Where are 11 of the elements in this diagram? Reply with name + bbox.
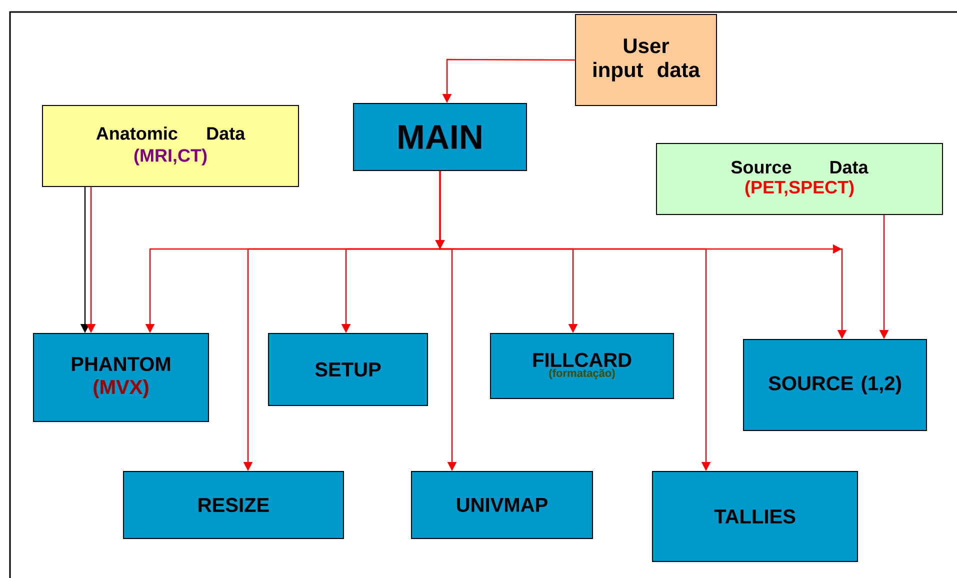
module-box: UNIVMAP [411,471,593,539]
input-box: User input data [575,14,717,106]
module-box: PHANTOM (MVX) [33,333,209,422]
module-box: SETUP [268,333,428,406]
data-box: Source Data (PET,SPECT) [656,143,944,215]
data-box: Anatomic Data (MRI,CT) [42,105,299,187]
module-box: SOURCE (1,2) [743,339,928,431]
module-box: MAIN [353,103,527,171]
module-box: RESIZE [123,471,344,539]
module-box: FILLCARD (formatação) [490,333,674,399]
module-box: TALLIES [652,471,858,562]
